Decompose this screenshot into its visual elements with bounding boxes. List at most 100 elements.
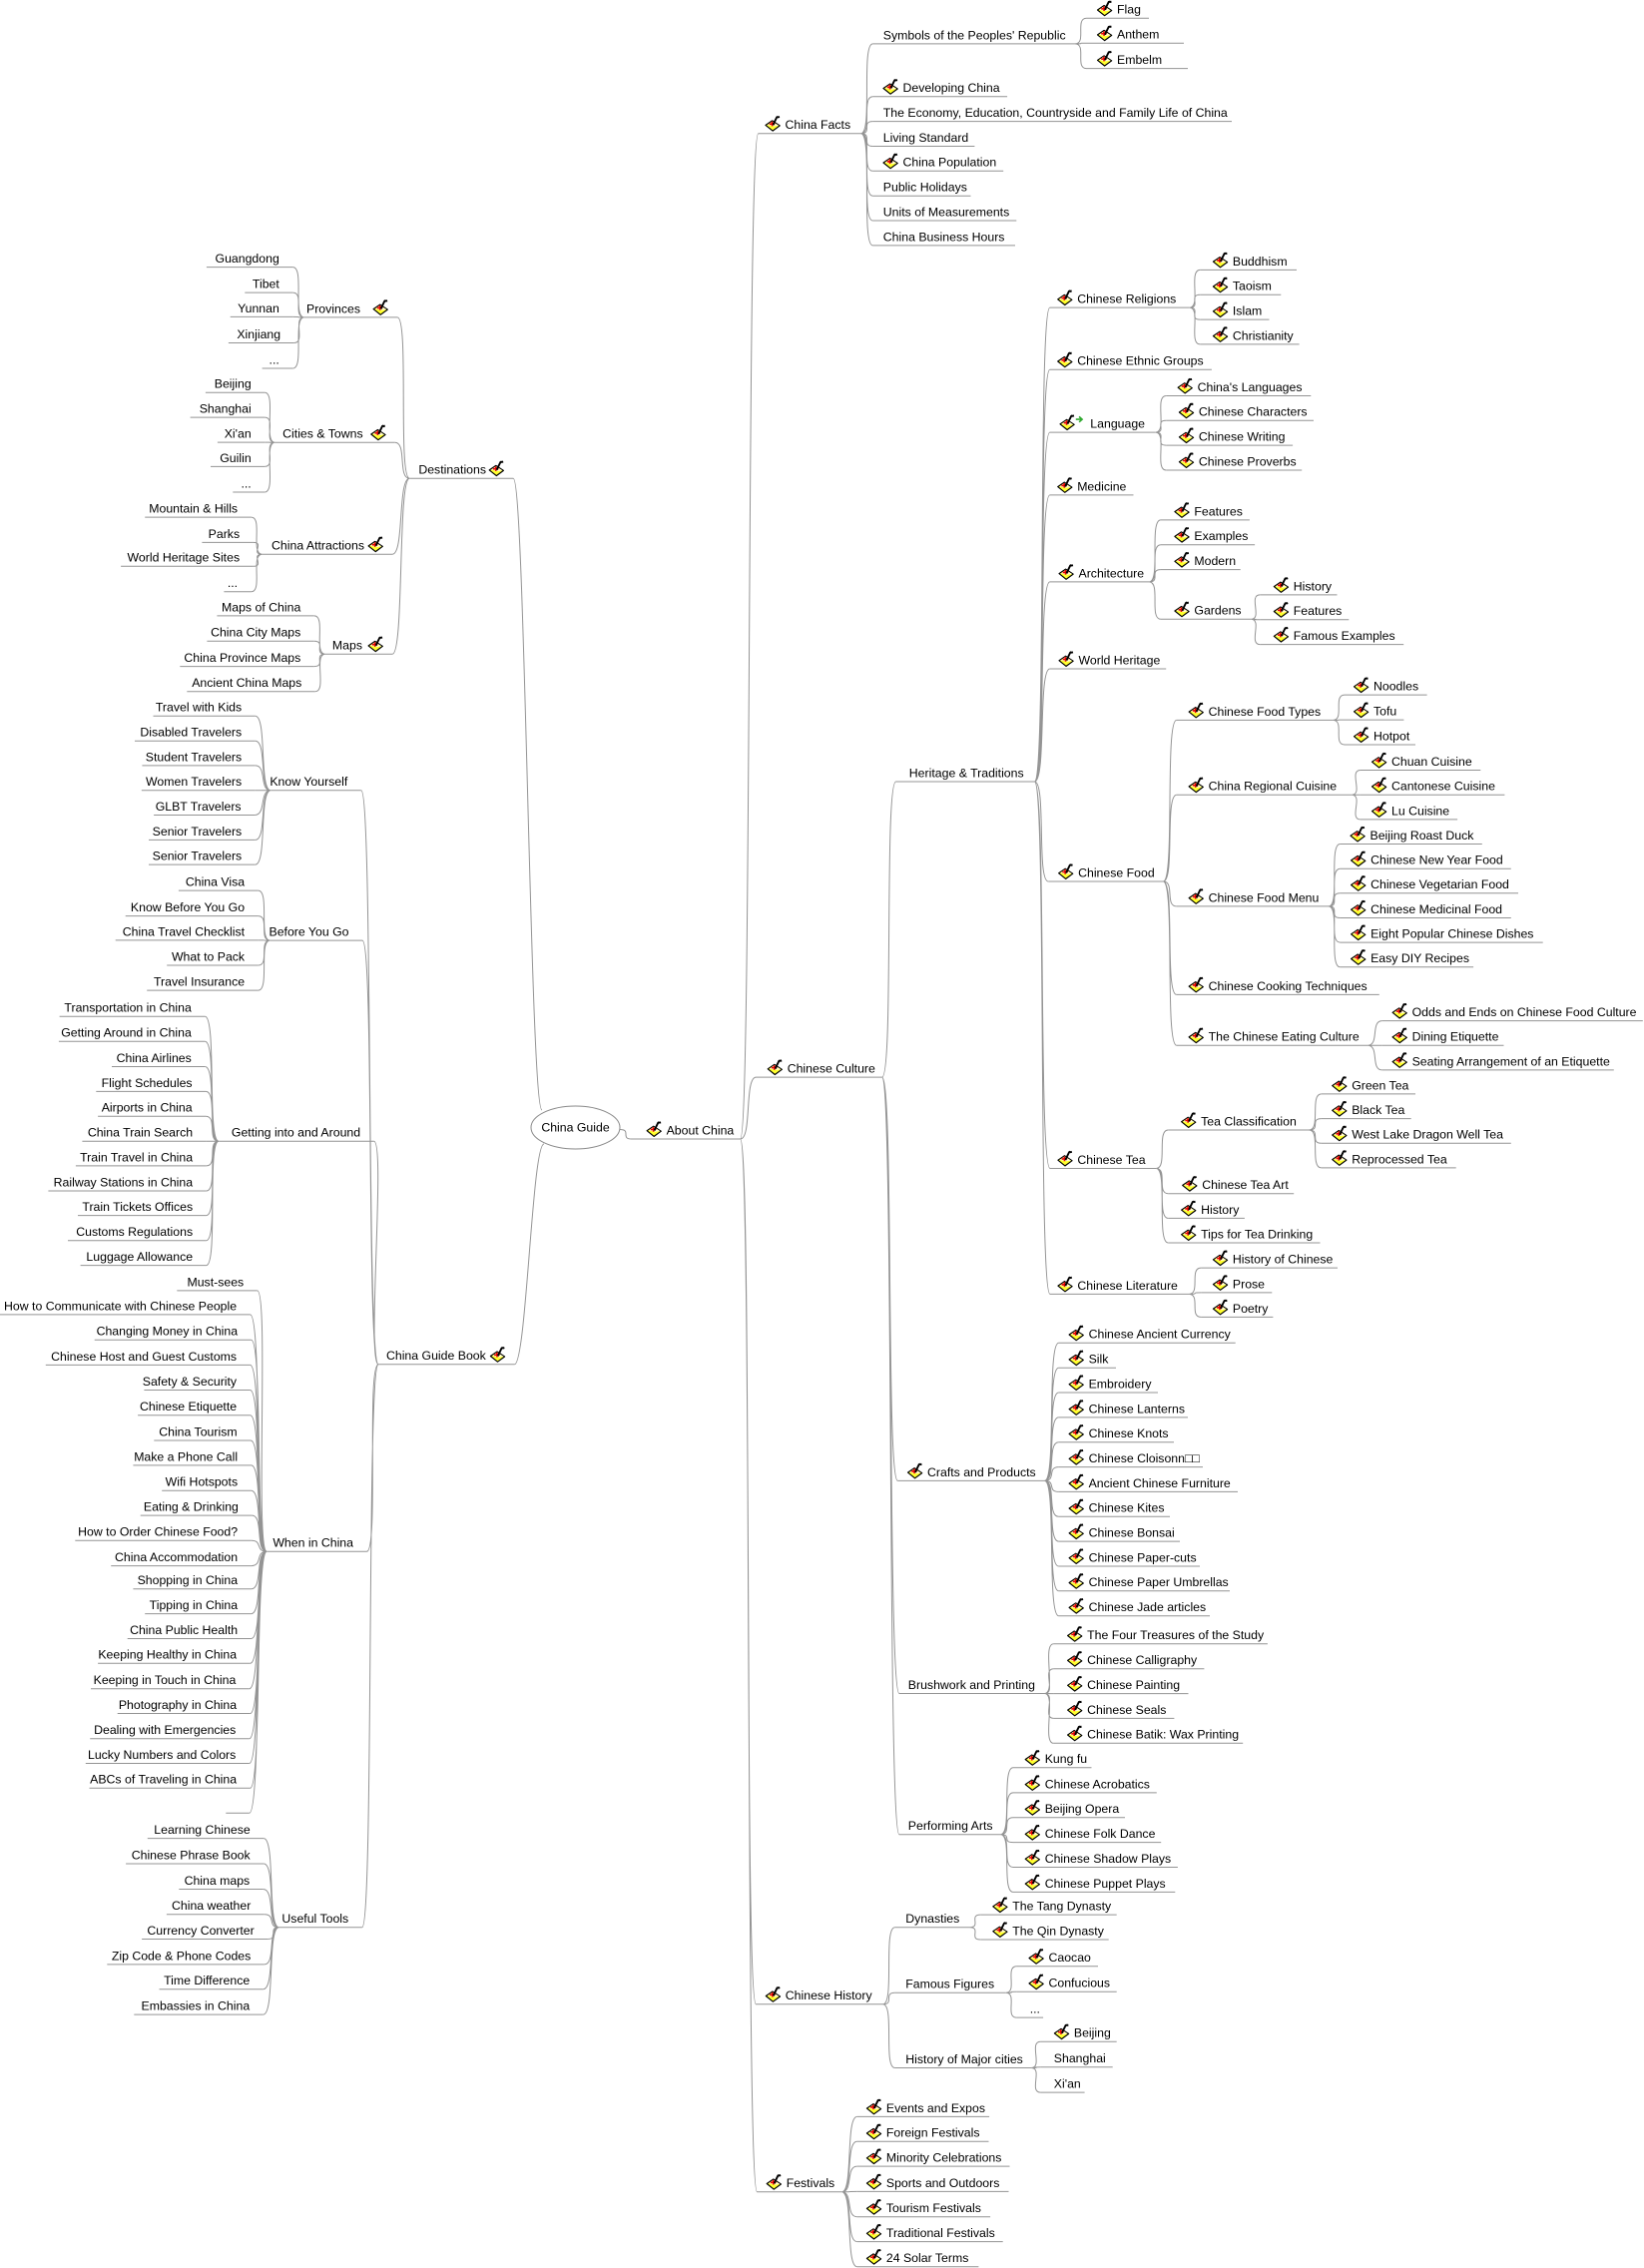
svg-text:Senior Travelers: Senior Travelers	[153, 850, 243, 863]
svg-text:China Guide Book: China Guide Book	[386, 1349, 487, 1363]
svg-text:History of Chinese: History of Chinese	[1233, 1253, 1334, 1267]
svg-text:Medicine: Medicine	[1077, 479, 1126, 493]
svg-text:...: ...	[270, 352, 279, 366]
svg-text:Living Standard: Living Standard	[883, 131, 969, 145]
svg-text:Embroidery: Embroidery	[1089, 1377, 1153, 1391]
svg-text:Easy DIY Recipes: Easy DIY Recipes	[1370, 951, 1469, 965]
svg-text:Chinese Tea Art: Chinese Tea Art	[1202, 1178, 1289, 1192]
svg-text:Chinese Food Menu: Chinese Food Menu	[1209, 890, 1320, 904]
svg-text:Train Tickets Offices: Train Tickets Offices	[82, 1200, 193, 1214]
svg-text:Getting Around in China: Getting Around in China	[61, 1026, 192, 1040]
svg-text:Chinese Literature: Chinese Literature	[1077, 1279, 1178, 1293]
svg-text:Embelm: Embelm	[1117, 53, 1162, 67]
svg-text:Anthem: Anthem	[1117, 28, 1159, 42]
svg-text:History of Major cities: History of Major cities	[905, 2052, 1023, 2066]
svg-text:Caocao: Caocao	[1049, 1951, 1092, 1965]
svg-text:China City Maps: China City Maps	[211, 626, 300, 640]
svg-text:ABCs of Traveling in China: ABCs of Traveling in China	[90, 1773, 237, 1787]
svg-text:Dining Etiquette: Dining Etiquette	[1412, 1030, 1499, 1044]
svg-text:Cantonese Cuisine: Cantonese Cuisine	[1391, 780, 1495, 794]
svg-text:Chinese Knots: Chinese Knots	[1089, 1426, 1169, 1440]
svg-text:Train Travel in China: Train Travel in China	[80, 1150, 193, 1164]
svg-text:Chinese Host and Guest Customs: Chinese Host and Guest Customs	[51, 1350, 237, 1364]
svg-text:Beijing Opera: Beijing Opera	[1045, 1802, 1120, 1816]
svg-text:Eight Popular Chinese Dishes: Eight Popular Chinese Dishes	[1370, 927, 1533, 941]
svg-text:China weather: China weather	[172, 1899, 251, 1913]
svg-text:Public Holidays: Public Holidays	[883, 181, 967, 195]
svg-text:Chinese Writing: Chinese Writing	[1199, 430, 1286, 444]
svg-text:Prose: Prose	[1233, 1277, 1265, 1291]
svg-text:World Heritage: World Heritage	[1079, 653, 1161, 667]
svg-text:Chinese Painting: Chinese Painting	[1087, 1678, 1180, 1692]
svg-text:How to Order Chinese Food?: How to Order Chinese Food?	[78, 1525, 238, 1539]
svg-text:Chinese Kites: Chinese Kites	[1089, 1501, 1165, 1515]
svg-text:Foreign Festivals: Foreign Festivals	[886, 2126, 980, 2140]
svg-text:Getting into and Around: Getting into and Around	[232, 1126, 360, 1140]
svg-text:When in China: When in China	[273, 1536, 353, 1550]
svg-text:Travel Insurance: Travel Insurance	[154, 975, 245, 989]
svg-text:Language: Language	[1090, 417, 1145, 431]
svg-text:China Province Maps: China Province Maps	[184, 651, 300, 665]
svg-text:Before You Go: Before You Go	[270, 925, 349, 939]
svg-text:Parks: Parks	[209, 527, 240, 541]
svg-text:How to Communicate with Chines: How to Communicate with Chinese People	[4, 1299, 237, 1313]
svg-text:Events and Expos: Events and Expos	[886, 2101, 985, 2115]
svg-text:Flag: Flag	[1117, 3, 1141, 17]
svg-text:Provinces: Provinces	[306, 301, 360, 315]
svg-text:Guilin: Guilin	[220, 451, 252, 465]
svg-text:Know Before You Go: Know Before You Go	[131, 900, 245, 914]
svg-text:Flight Schedules: Flight Schedules	[102, 1076, 193, 1090]
svg-text:24 Solar Terms: 24 Solar Terms	[886, 2251, 968, 2265]
svg-text:Ancient Chinese Furniture: Ancient Chinese Furniture	[1089, 1476, 1231, 1490]
svg-text:China Travel Checklist: China Travel Checklist	[123, 924, 246, 938]
svg-text:Reprocessed Tea: Reprocessed Tea	[1352, 1152, 1447, 1166]
svg-text:Seating Arrangement of an Etiq: Seating Arrangement of an Etiquette	[1412, 1054, 1610, 1068]
svg-text:Time Difference: Time Difference	[164, 1974, 250, 1987]
svg-text:Chinese Characters: Chinese Characters	[1199, 405, 1308, 419]
svg-text:China Population: China Population	[903, 156, 997, 170]
svg-text:Chinese New Year Food: Chinese New Year Food	[1370, 853, 1503, 867]
svg-text:Currency Converter: Currency Converter	[147, 1924, 254, 1938]
svg-text:GLBT Travelers: GLBT Travelers	[156, 800, 242, 814]
svg-text:Useful Tools: Useful Tools	[281, 1912, 348, 1926]
svg-text:China Accommodation: China Accommodation	[115, 1550, 238, 1564]
svg-text:Chinese Food Types: Chinese Food Types	[1209, 705, 1322, 719]
svg-text:The Chinese Eating Culture: The Chinese Eating Culture	[1209, 1030, 1360, 1044]
svg-text:Taoism: Taoism	[1233, 280, 1272, 293]
svg-text:...: ...	[1030, 2002, 1040, 2016]
svg-text:History: History	[1201, 1203, 1240, 1217]
svg-text:Heritage & Traditions: Heritage & Traditions	[909, 766, 1024, 780]
svg-text:Crafts and Products: Crafts and Products	[927, 1465, 1036, 1479]
svg-text:World Heritage Sites: World Heritage Sites	[128, 551, 241, 565]
svg-text:Maps: Maps	[332, 639, 362, 653]
svg-text:Eating & Drinking: Eating & Drinking	[144, 1500, 239, 1514]
svg-text:About China: About China	[667, 1123, 735, 1137]
svg-text:Symbols of the Peoples' Republ: Symbols of the Peoples' Republic	[883, 28, 1066, 42]
svg-text:Green Tea: Green Tea	[1352, 1078, 1408, 1092]
svg-text:The Four Treasures of the Stud: The Four Treasures of the Study	[1087, 1628, 1265, 1642]
svg-text:Tips for Tea Drinking: Tips for Tea Drinking	[1201, 1227, 1313, 1241]
svg-text:Tea Classification: Tea Classification	[1201, 1114, 1297, 1128]
svg-text:Chinese Bonsai: Chinese Bonsai	[1089, 1526, 1175, 1540]
svg-text:Chinese Proverbs: Chinese Proverbs	[1199, 454, 1297, 468]
svg-text:Festivals: Festivals	[787, 2176, 835, 2190]
svg-text:Chinese Food: Chinese Food	[1078, 865, 1155, 879]
svg-text:Dealing with Emergencies: Dealing with Emergencies	[94, 1723, 236, 1737]
svg-text:China Train Search: China Train Search	[88, 1126, 193, 1140]
svg-text:Chinese Batik: Wax Printing: Chinese Batik: Wax Printing	[1087, 1728, 1239, 1742]
svg-text:The Qin Dynasty: The Qin Dynasty	[1012, 1924, 1104, 1938]
svg-text:Wifi Hotspots: Wifi Hotspots	[166, 1475, 238, 1489]
svg-text:Ancient China Maps: Ancient China Maps	[192, 676, 301, 690]
svg-text:Chinese Puppet Plays: Chinese Puppet Plays	[1045, 1877, 1166, 1891]
svg-text:Developing China: Developing China	[903, 81, 1000, 95]
svg-text:The Economy, Education, Countr: The Economy, Education, Countryside and …	[883, 106, 1228, 120]
svg-text:Chinese Culture: Chinese Culture	[788, 1062, 875, 1076]
svg-text:Units of Measurements: Units of Measurements	[883, 205, 1009, 219]
svg-text:China Facts: China Facts	[786, 118, 851, 132]
svg-text:Chinese Etiquette: Chinese Etiquette	[140, 1400, 237, 1414]
svg-text:Changing Money in China: Changing Money in China	[97, 1325, 239, 1339]
svg-text:Chinese Cloisonn□□: Chinese Cloisonn□□	[1089, 1451, 1201, 1465]
svg-text:Gardens: Gardens	[1194, 604, 1241, 618]
svg-text:Tofu: Tofu	[1373, 705, 1396, 719]
svg-text:Safety & Security: Safety & Security	[143, 1375, 238, 1389]
